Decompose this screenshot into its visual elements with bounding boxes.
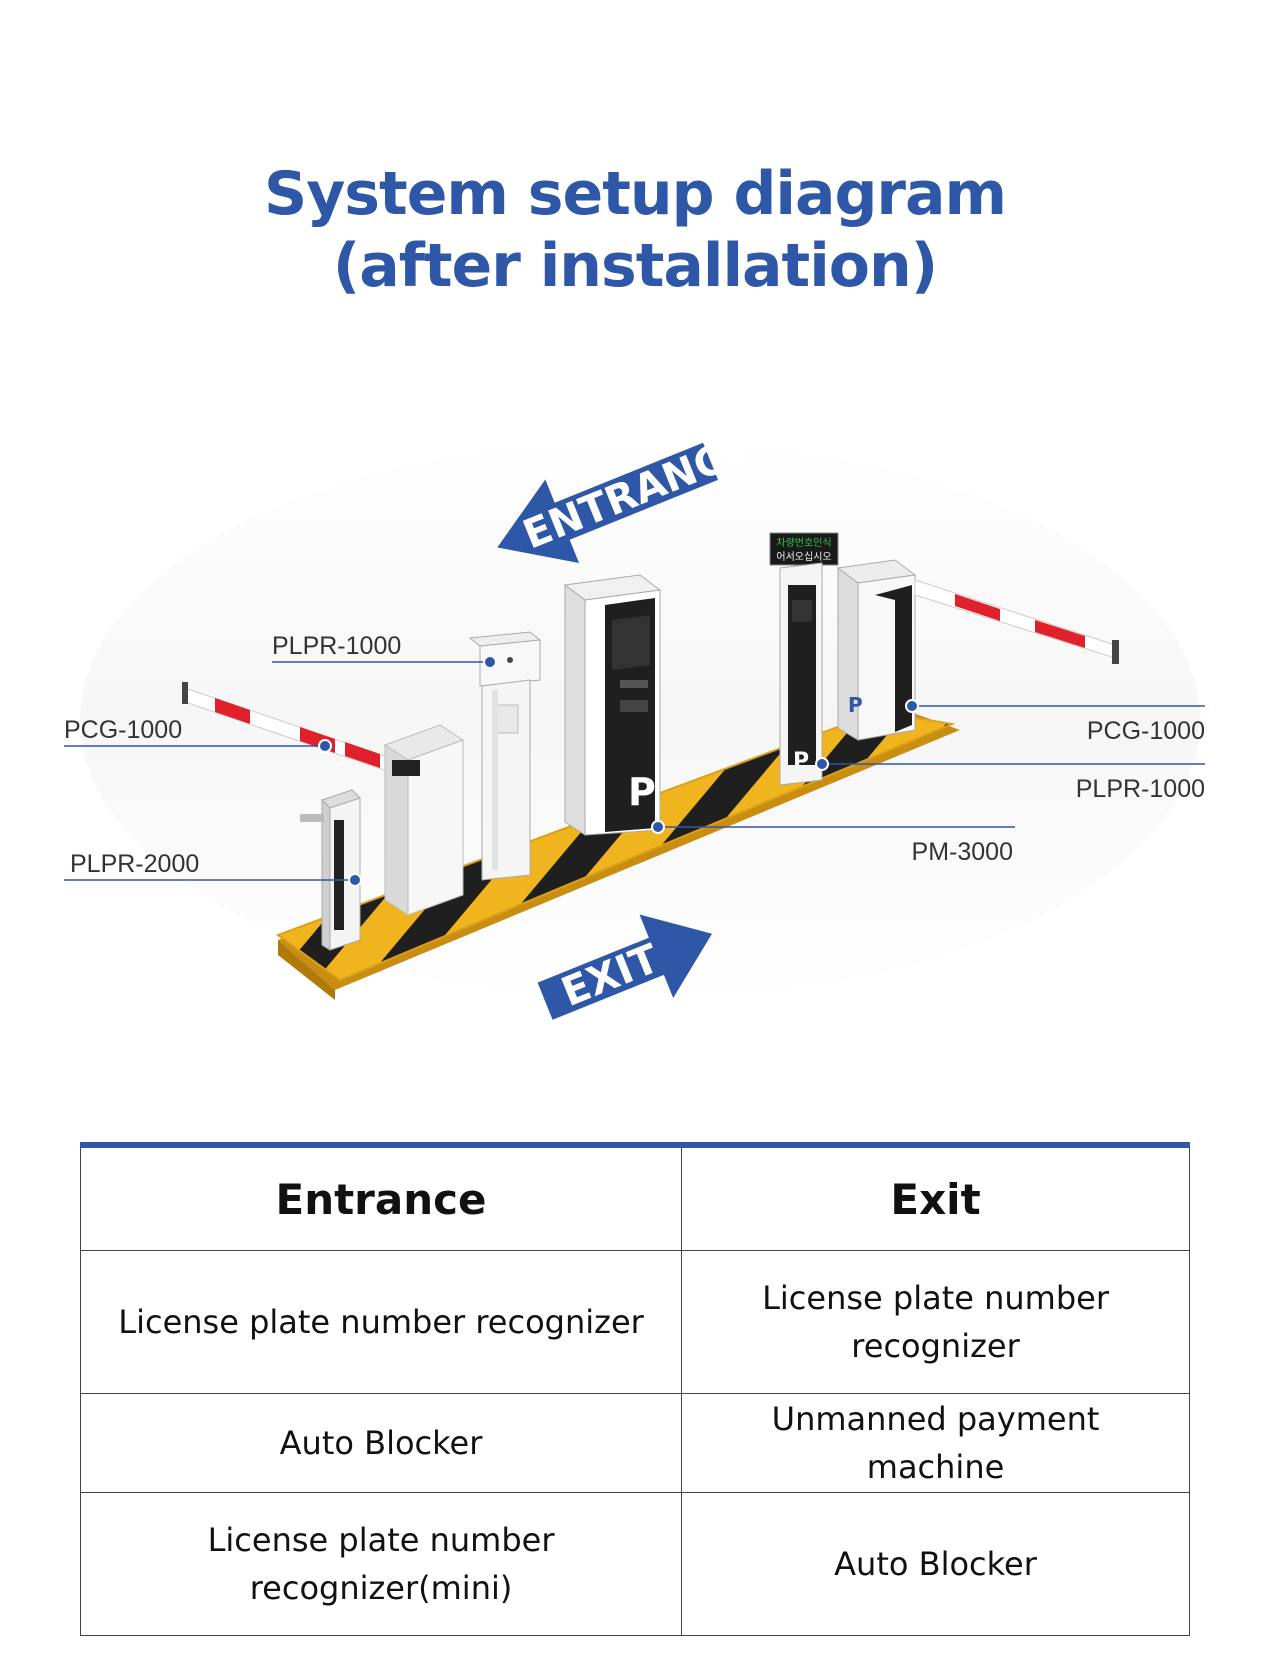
entrance-cell: Auto Blocker (79, 1393, 683, 1493)
callout-pm-3000: PM-3000 (651, 820, 1015, 866)
callout-plpr-1000-left: PLPR-1000 (272, 632, 497, 669)
page-title: System setup diagram (after installation… (0, 158, 1270, 302)
led-display (769, 532, 839, 566)
callout-pcg-1000-right: PCG-1000 (905, 699, 1205, 745)
label-pcg-1000-left: PCG-1000 (64, 716, 182, 744)
header-entrance: Entrance (79, 1144, 683, 1251)
plpr-1000-right-unit: 차량번호인식 어서오십시오 P (769, 532, 839, 786)
equipment-comparison-table: Entrance Exit License plate number recog… (79, 1142, 1190, 1636)
pm-3000-unit: P (563, 574, 662, 836)
led-display-line-2: 어서오십시오 (776, 551, 831, 563)
label-plpr-1000-right: PLPR-1000 (1076, 775, 1205, 803)
table-header-row: Entrance Exit (79, 1144, 1190, 1251)
plpr-2000-unit (300, 789, 361, 951)
table-row: License plate number recognizer License … (79, 1250, 1190, 1394)
barrier-arm-right (914, 579, 1119, 664)
title-line-1: System setup diagram (263, 159, 1007, 229)
title-line-2: (after installation) (332, 231, 938, 301)
exit-cell: Auto Blocker (681, 1492, 1190, 1636)
exit-cell: License plate number recognizer (681, 1250, 1190, 1394)
table-row: License plate number recognizer(mini) Au… (79, 1492, 1190, 1636)
label-plpr-1000-left: PLPR-1000 (272, 632, 401, 660)
exit-cell: Unmanned payment machine (681, 1393, 1190, 1493)
system-setup-illustration: ENTRANCE EXIT (64, 426, 1205, 1020)
svg-text:P: P (628, 770, 656, 814)
plpr-1000-left-unit (468, 631, 542, 881)
entrance-cell: License plate number recognizer (79, 1250, 683, 1394)
label-pcg-1000-right: PCG-1000 (1087, 717, 1205, 745)
callout-plpr-1000-right: PLPR-1000 (815, 757, 1205, 803)
led-display-line-1: 차량번호인식 (776, 537, 831, 549)
table-row: Auto Blocker Unmanned payment machine (79, 1393, 1190, 1493)
label-pm-3000: PM-3000 (912, 838, 1013, 866)
barrier-gate-cabinet-left (383, 724, 465, 916)
callout-plpr-2000: PLPR-2000 (64, 850, 362, 887)
header-exit: Exit (681, 1144, 1190, 1251)
barrier-gate-cabinet-right: P (836, 559, 917, 741)
svg-text:P: P (793, 749, 809, 774)
callout-pcg-1000-left: PCG-1000 (64, 716, 332, 753)
entrance-cell: License plate number recognizer(mini) (79, 1492, 683, 1636)
label-plpr-2000: PLPR-2000 (70, 850, 199, 878)
svg-text:P: P (848, 693, 863, 717)
